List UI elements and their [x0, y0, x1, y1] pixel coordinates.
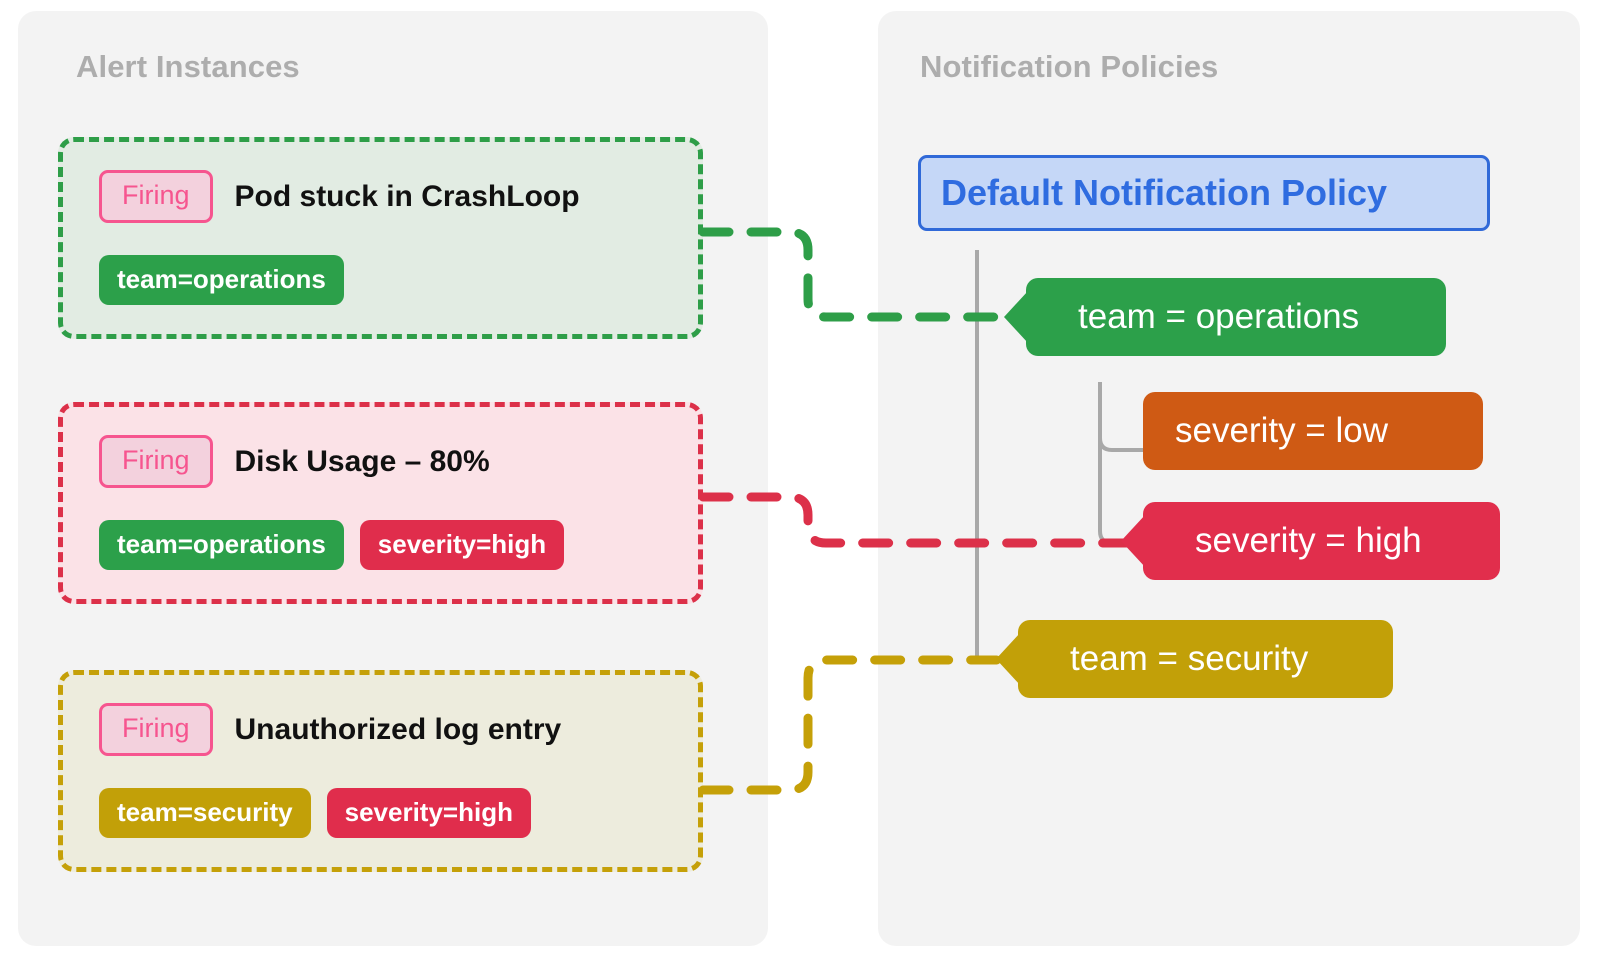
- policy-node-severity-low[interactable]: severity = low: [1143, 392, 1483, 470]
- alert-label-chips: team=operations: [99, 255, 344, 305]
- label-chip-severity: severity=high: [359, 520, 565, 570]
- alert-instance-card[interactable]: Firing Disk Usage – 80% team=operations …: [58, 402, 703, 604]
- alert-card-header: Firing Disk Usage – 80%: [99, 435, 490, 488]
- label-chip-team: team=operations: [99, 520, 344, 570]
- alert-card-header: Firing Pod stuck in CrashLoop: [99, 170, 580, 223]
- label-chip-team: team=security: [99, 788, 311, 838]
- alert-label-chips: team=operations severity=high: [99, 520, 565, 570]
- alert-title: Unauthorized log entry: [234, 712, 562, 746]
- alert-instances-panel-title: Alert Instances: [76, 49, 300, 84]
- alert-instance-card[interactable]: Firing Unauthorized log entry team=secur…: [58, 670, 703, 872]
- alert-card-header: Firing Unauthorized log entry: [99, 703, 561, 756]
- alert-instance-card[interactable]: Firing Pod stuck in CrashLoop team=opera…: [58, 137, 703, 339]
- policy-node-label: severity = low: [1175, 411, 1388, 450]
- policy-node-team-security[interactable]: team = security: [1018, 620, 1393, 698]
- alert-title: Pod stuck in CrashLoop: [234, 179, 580, 213]
- status-badge: Firing: [99, 435, 213, 488]
- notification-policies-panel: Notification Policies: [878, 11, 1580, 946]
- notification-policies-panel-title: Notification Policies: [920, 49, 1219, 84]
- policy-node-label: severity = high: [1195, 521, 1422, 560]
- policy-node-label: Default Notification Policy: [941, 172, 1388, 213]
- status-badge: Firing: [99, 170, 213, 223]
- label-chip-team: team=operations: [99, 255, 344, 305]
- label-chip-severity: severity=high: [326, 788, 531, 838]
- alert-title: Disk Usage – 80%: [234, 444, 490, 478]
- policy-node-label: team = operations: [1078, 297, 1360, 336]
- policy-node-label: team = security: [1070, 639, 1309, 678]
- policy-node-severity-high[interactable]: severity = high: [1143, 502, 1500, 580]
- policy-node-default[interactable]: Default Notification Policy: [918, 155, 1490, 231]
- alert-label-chips: team=security severity=high: [99, 788, 531, 838]
- status-badge: Firing: [99, 703, 213, 756]
- policy-node-team-operations[interactable]: team = operations: [1026, 278, 1446, 356]
